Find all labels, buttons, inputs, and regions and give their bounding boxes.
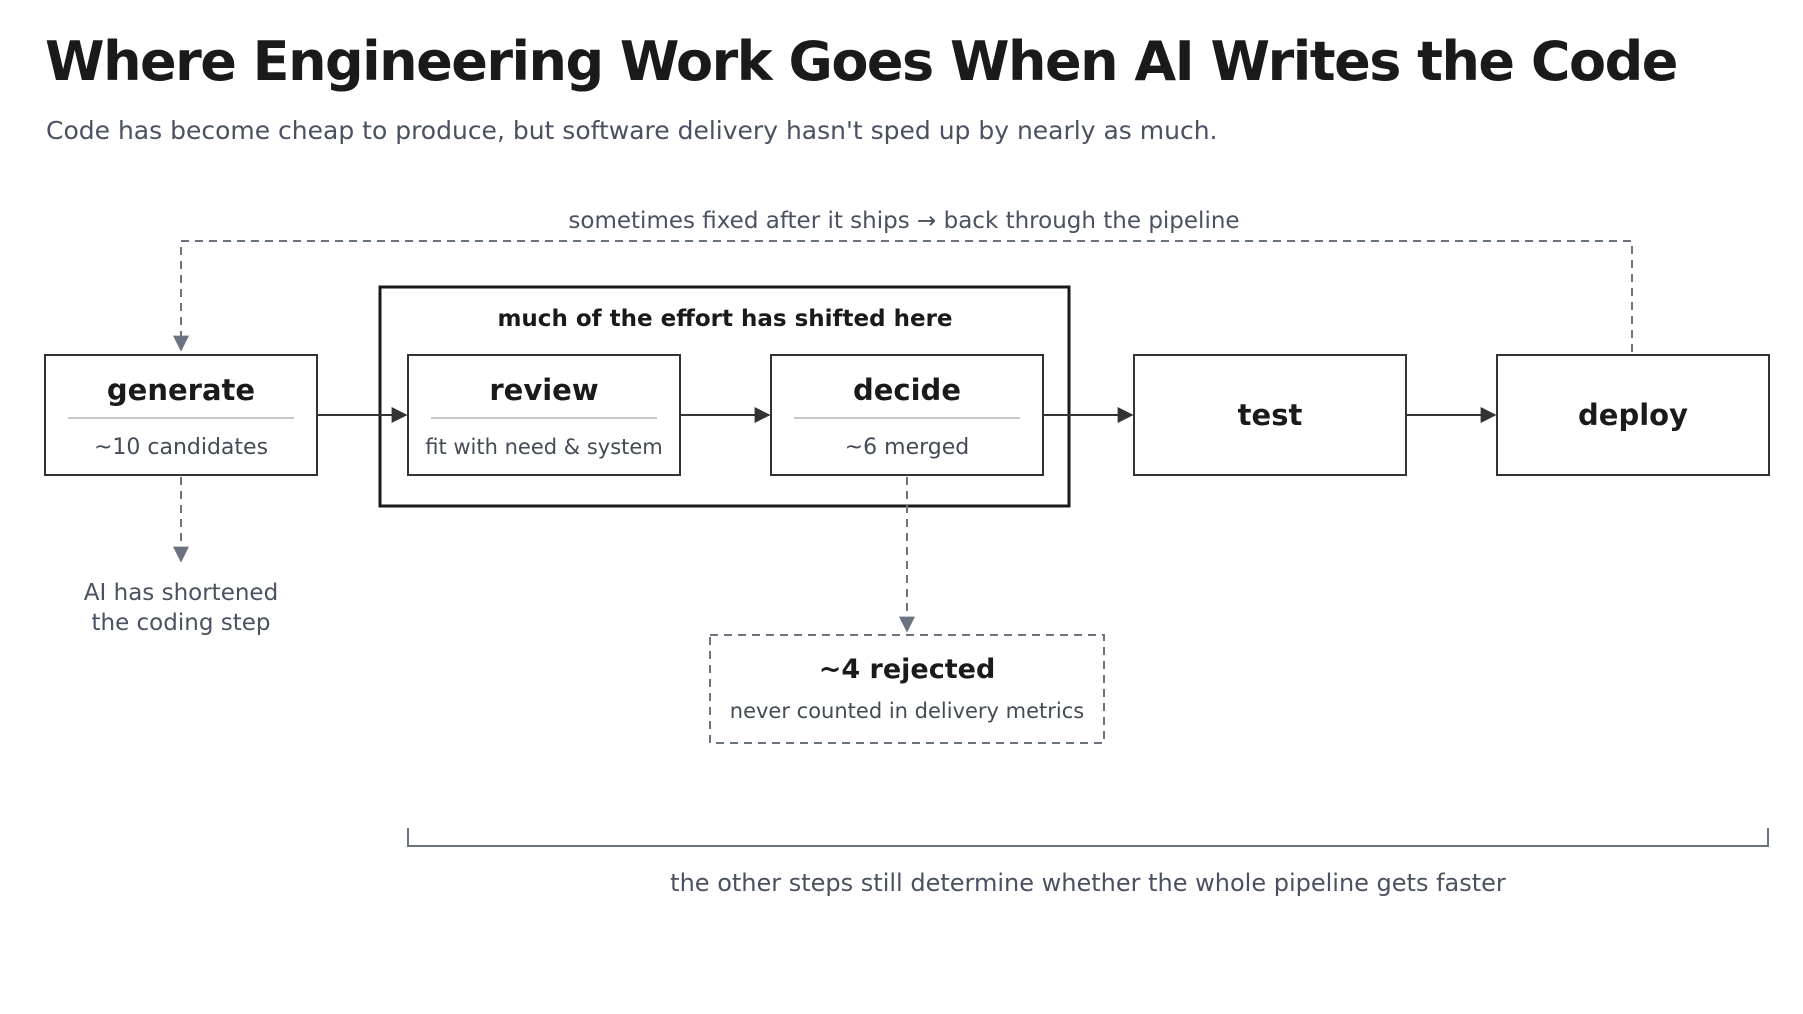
stage-generate: generate ~10 candidates	[44, 354, 318, 476]
rejected-box	[709, 634, 1105, 744]
stage-decide-label: decide	[853, 373, 961, 407]
bracket-note: the other steps still determine whether …	[670, 869, 1506, 897]
stage-review-label: review	[489, 373, 598, 407]
stage-review: review fit with need & system	[407, 354, 681, 476]
rejected-detail: never counted in delivery metrics	[730, 699, 1084, 723]
page-title: Where Engineering Work Goes When AI Writ…	[45, 30, 1678, 93]
feedback-loop-label: sometimes fixed after it ships → back th…	[568, 208, 1239, 234]
stage-deploy-label: deploy	[1578, 398, 1688, 432]
feedback-loop-arrow	[173, 240, 1633, 352]
stage-generate-label: generate	[107, 373, 255, 407]
bracket	[407, 828, 1769, 847]
stage-test: test	[1133, 354, 1407, 476]
ai-note-line2: the coding step	[91, 610, 270, 636]
stage-decide: decide ~6 merged	[770, 354, 1044, 476]
stage-deploy: deploy	[1496, 354, 1770, 476]
rejected-label: ~4 rejected	[819, 654, 996, 685]
focus-group-box	[378, 285, 1071, 508]
stage-review-detail: fit with need & system	[425, 435, 663, 459]
page-subtitle: Code has become cheap to produce, but so…	[46, 116, 1218, 145]
stage-generate-detail: ~10 candidates	[94, 435, 268, 460]
ai-note-line1: AI has shortened	[84, 580, 278, 606]
focus-group-label: much of the effort has shifted here	[497, 306, 952, 332]
stage-test-label: test	[1238, 398, 1303, 432]
stage-decide-detail: ~6 merged	[845, 435, 970, 460]
